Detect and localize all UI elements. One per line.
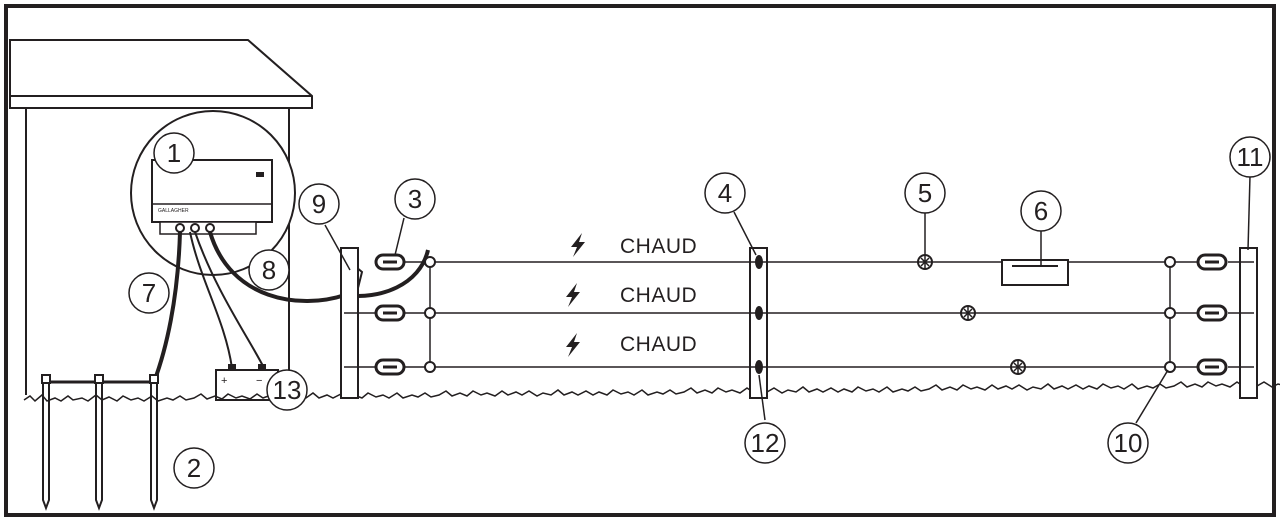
insulator-icon — [1196, 304, 1228, 322]
callout-8-label: 8 — [262, 255, 276, 285]
callout-8 — [248, 249, 290, 291]
earth-lead-cable — [152, 231, 182, 383]
wire-connector-icon — [1010, 359, 1026, 375]
callout-10-label: 10 — [1114, 428, 1143, 458]
fence-lead-cable — [208, 231, 346, 303]
terminal-power-icon — [190, 223, 200, 233]
lightning-bolt-icon — [571, 233, 585, 257]
callout-12 — [744, 422, 786, 464]
terminal-fence-icon — [205, 223, 215, 233]
callout-5-label: 5 — [918, 178, 932, 208]
line-insulators — [755, 255, 763, 374]
lightning-bolt-icon — [566, 283, 580, 307]
grass-ground-line — [23, 381, 1280, 403]
battery-minus-sign: − — [256, 375, 262, 387]
wire-label-middle: CHAUD — [620, 284, 697, 307]
callout-9-label: 9 — [312, 189, 326, 219]
wire-connector-icon — [960, 305, 976, 321]
fence-wires — [344, 261, 1254, 368]
callout-2-label: 2 — [187, 453, 201, 483]
callout-12-label: 12 — [751, 428, 780, 458]
callout-13-label: 13 — [273, 375, 302, 405]
terminal-earth-icon — [175, 223, 185, 233]
callout-5 — [904, 172, 946, 214]
callouts — [128, 132, 1271, 489]
callout-9 — [298, 183, 340, 225]
callout-4 — [704, 172, 746, 214]
wire-label-bottom: CHAUD — [620, 333, 697, 356]
insulator-icon — [374, 304, 406, 322]
insulator-icon — [1196, 253, 1228, 271]
callout-4-label: 4 — [718, 178, 732, 208]
wire-label-top: CHAUD — [620, 235, 697, 258]
callout-leaders — [324, 175, 1251, 424]
callout-3 — [394, 178, 436, 220]
callout-10 — [1107, 422, 1149, 464]
callout-3-label: 3 — [408, 184, 422, 214]
callout-1 — [153, 132, 195, 174]
earth-rods — [41, 374, 159, 511]
battery-plus-sign: + — [221, 375, 227, 387]
line-post-middle — [749, 247, 768, 399]
callout-13 — [266, 369, 308, 411]
jumper-joints — [424, 256, 1176, 373]
end-post-right — [1239, 247, 1258, 399]
callout-7-label: 7 — [142, 278, 156, 308]
insulator-icon — [1196, 358, 1228, 376]
lightning-bolt-icon — [566, 333, 580, 357]
end-post-left — [340, 247, 359, 399]
gate-handle-component — [1001, 259, 1069, 286]
callout-6 — [1020, 190, 1062, 232]
shed — [9, 39, 313, 395]
frame-border — [4, 4, 1276, 517]
callout-2 — [173, 447, 215, 489]
callout-6-label: 6 — [1034, 196, 1048, 226]
wire-connector-icon — [917, 254, 933, 270]
callout-11-label: 11 — [1237, 142, 1264, 172]
callout-7 — [128, 272, 170, 314]
energizer-brand-label: GALLAGHER — [158, 208, 189, 214]
callout-1-label: 1 — [167, 138, 181, 168]
insulator-icon — [374, 358, 406, 376]
fence-posts — [340, 247, 1258, 399]
insulator-icon — [374, 253, 406, 271]
callout-11 — [1229, 136, 1271, 178]
